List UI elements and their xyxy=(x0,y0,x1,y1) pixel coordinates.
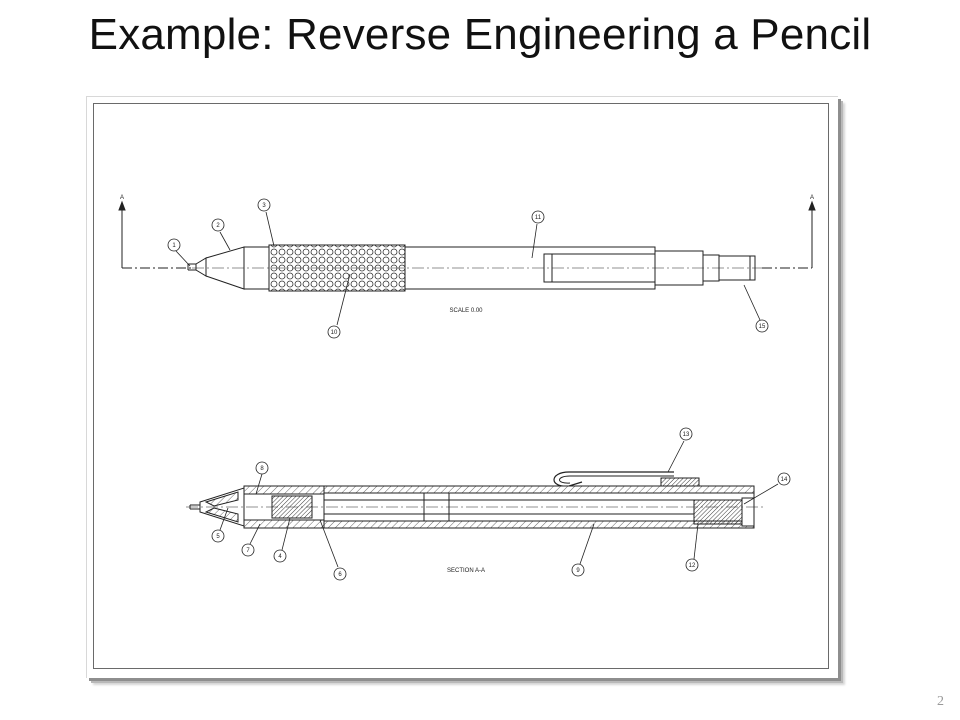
scale-label: SCALE 0.00 xyxy=(449,308,483,314)
section-marker-right: A xyxy=(810,195,814,201)
balloon-2: 2 xyxy=(216,223,220,229)
balloon-14: 14 xyxy=(781,477,788,483)
top-view-balloons xyxy=(167,198,769,339)
section-view xyxy=(186,471,764,529)
section-view-balloons xyxy=(211,427,791,581)
page-number: 2 xyxy=(937,694,944,709)
drawing-sheet: 1 2 3 10 11 15 A A SCALE 0.00 xyxy=(93,103,829,669)
balloon-9: 9 xyxy=(576,568,580,574)
top-view xyxy=(118,200,816,292)
section-label: SECTION A-A xyxy=(447,568,485,574)
balloon-12: 12 xyxy=(689,563,696,569)
balloon-5: 5 xyxy=(216,534,220,540)
balloon-3: 3 xyxy=(262,203,266,209)
balloon-4: 4 xyxy=(278,554,282,560)
top-view-balloon-labels: 1 2 3 10 11 15 xyxy=(172,203,766,336)
slide-title: Example: Reverse Engineering a Pencil xyxy=(88,10,872,59)
section-cut-line xyxy=(118,200,816,269)
balloon-11: 11 xyxy=(535,215,542,221)
section-view-balloon-labels: 8 5 7 4 6 9 12 13 14 xyxy=(216,432,788,578)
pencil-technical-drawing: 1 2 3 10 11 15 A A SCALE 0.00 xyxy=(118,195,816,581)
balloon-1: 1 xyxy=(172,243,176,249)
section-marker-left: A xyxy=(120,195,124,201)
balloon-13: 13 xyxy=(683,432,690,438)
balloon-8: 8 xyxy=(260,466,264,472)
balloon-15: 15 xyxy=(759,324,766,330)
balloon-6: 6 xyxy=(338,572,342,578)
drawing-frame: 1 2 3 10 11 15 A A SCALE 0.00 xyxy=(86,96,838,678)
balloon-7: 7 xyxy=(246,548,250,554)
balloon-10: 10 xyxy=(331,330,338,336)
